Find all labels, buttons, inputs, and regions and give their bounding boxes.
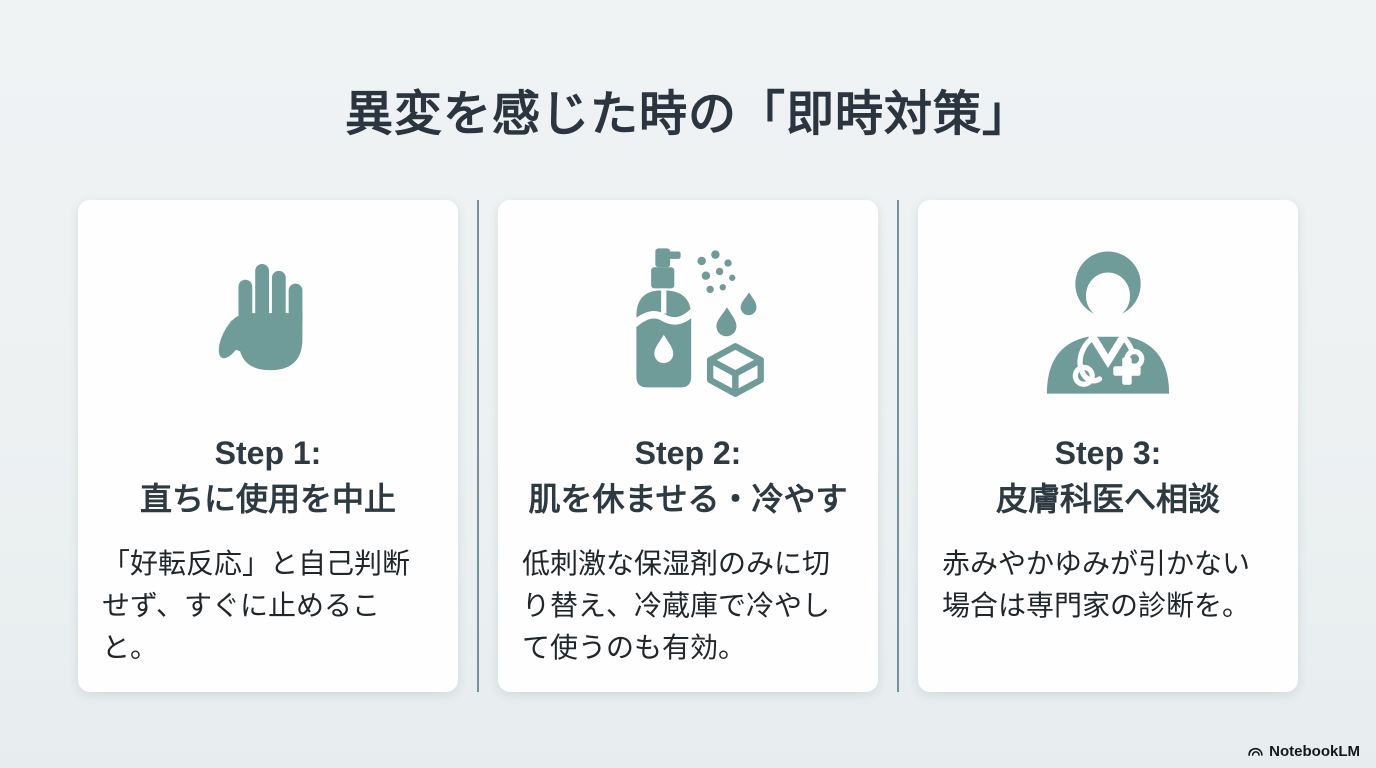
step-heading: Step 3: 皮膚科医へ相談 <box>996 430 1220 523</box>
notebooklm-logo-icon <box>1248 747 1263 756</box>
doctor-icon <box>1029 212 1187 430</box>
step-card-1: Step 1: 直ちに使用を中止 「好転反応」と自己判断せず、すぐに止めること。 <box>78 200 458 692</box>
step-title: 肌を休ませる・冷やす <box>528 481 848 518</box>
step-label: Step 2: <box>634 435 742 471</box>
step-description: 「好転反応」と自己判断せず、すぐに止めること。 <box>102 547 411 663</box>
card-divider <box>477 200 479 692</box>
step-card-2: Step 2: 肌を休ませる・冷やす 低刺激な保湿剤のみに切り替え、冷蔵庫で冷や… <box>498 200 878 692</box>
step-title: 直ちに使用を中止 <box>139 481 396 518</box>
step-card-3: Step 3: 皮膚科医へ相談 赤みやかゆみが引かない場合は専門家の診断を。 <box>918 200 1298 692</box>
stop-hand-icon <box>209 212 327 430</box>
step-description: 赤みやかゆみが引かない場合は専門家の診断を。 <box>942 547 1251 621</box>
brand-footer: NotebookLM <box>1247 743 1360 760</box>
page-title: 異変を感じた時の「即時対策」 <box>344 88 1031 141</box>
step-description: 低刺激な保湿剤のみに切り替え、冷蔵庫で冷やして使うのも有効。 <box>522 547 831 663</box>
step-label: Step 3: <box>1054 435 1162 471</box>
step-heading: Step 2: 肌を休ませる・冷やす <box>528 430 847 523</box>
step-heading: Step 1: 直ちに使用を中止 <box>140 430 396 523</box>
card-divider <box>897 200 899 692</box>
step-title: 皮膚科医へ相談 <box>995 481 1220 518</box>
step-label: Step 1: <box>214 435 322 471</box>
steps-row: Step 1: 直ちに使用を中止 「好転反応」と自己判断せず、すぐに止めること。 <box>78 200 1298 692</box>
brand-name: NotebookLM <box>1269 743 1360 760</box>
spray-bottle-ice-icon <box>609 212 767 430</box>
